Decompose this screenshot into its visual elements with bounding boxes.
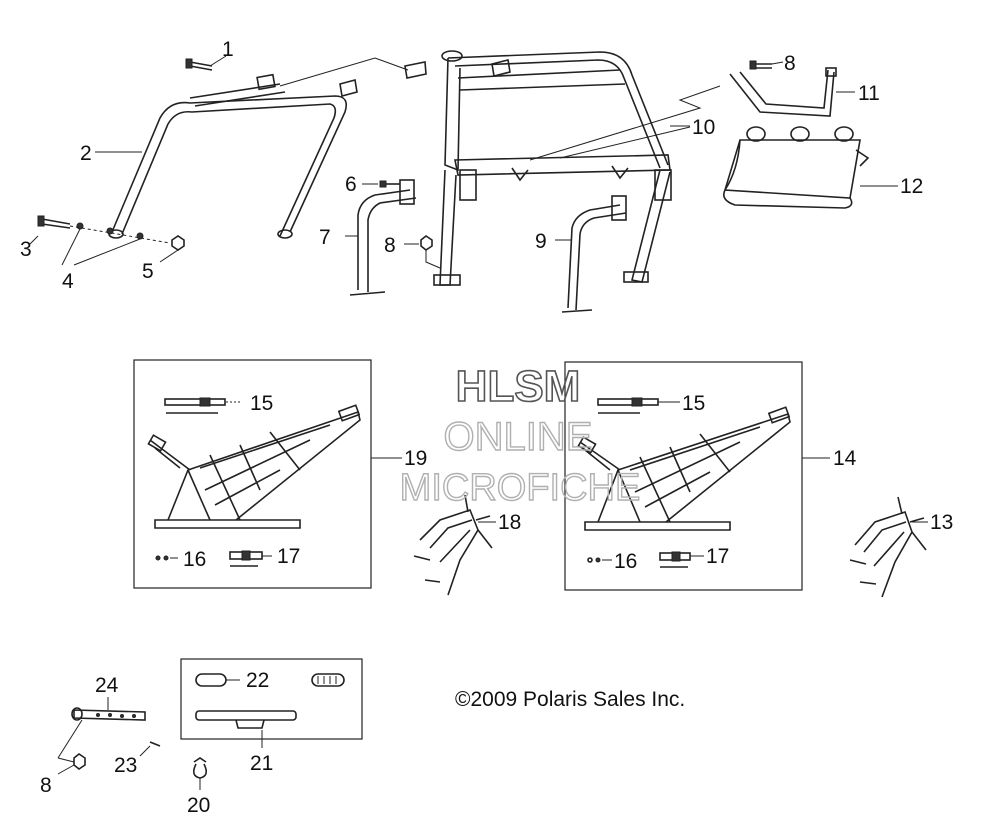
callout-4: 4 xyxy=(62,270,74,293)
watermark-line-3: MICROFICHE xyxy=(400,467,641,509)
callout-20: 20 xyxy=(187,794,210,817)
callout-9: 9 xyxy=(535,230,547,253)
callout-21: 21 xyxy=(250,752,273,775)
kit-box-14 xyxy=(564,361,803,591)
fastener-16-left xyxy=(155,555,178,561)
callout-16-right: 16 xyxy=(614,550,637,573)
callout-8-top: 8 xyxy=(784,52,796,75)
callout-11: 11 xyxy=(858,82,880,105)
callout-2: 2 xyxy=(80,142,92,165)
strap-17-right xyxy=(659,551,704,568)
callout-19: 19 xyxy=(404,447,427,470)
kit-box-21 xyxy=(180,658,363,740)
fastener-16-right xyxy=(587,557,612,563)
callout-3: 3 xyxy=(20,238,32,261)
grip-part-22 xyxy=(195,673,345,687)
cargo-box-part-12 xyxy=(722,126,898,209)
callout-1: 1 xyxy=(222,38,234,61)
strap-part-11 xyxy=(729,67,855,117)
callout-12: 12 xyxy=(900,175,923,198)
net-frame-part-13 xyxy=(849,496,928,598)
main-roll-cage xyxy=(279,50,721,286)
callout-7: 7 xyxy=(319,226,331,249)
callout-24: 24 xyxy=(95,674,119,697)
nut-part-8-bottom xyxy=(57,753,86,775)
strap-17-left xyxy=(229,550,272,567)
copyright-text: ©2009 Polaris Sales Inc. xyxy=(455,688,685,711)
watermark-line-2: ONLINE xyxy=(444,415,593,459)
callout-10: 10 xyxy=(692,116,715,139)
nut-part-8-mid xyxy=(404,235,441,269)
callout-17-left: 17 xyxy=(277,545,300,568)
bracket-part-24 xyxy=(57,697,146,763)
callout-16-left: 16 xyxy=(183,548,206,571)
pin-part-23 xyxy=(139,741,161,757)
net-frame-part-18 xyxy=(413,494,496,596)
side-net-14 xyxy=(577,406,791,531)
callout-17-right: 17 xyxy=(706,545,729,568)
bolt-part-6 xyxy=(362,180,400,188)
callout-15-right: 15 xyxy=(682,392,705,415)
strap-15-right xyxy=(597,397,680,414)
rod-part-21 xyxy=(195,710,297,748)
callout-14: 14 xyxy=(833,447,857,470)
clamp-part-20 xyxy=(192,757,208,790)
callout-13: 13 xyxy=(930,511,953,534)
front-roll-bar xyxy=(108,73,358,239)
callout-5: 5 xyxy=(142,260,154,283)
brace-part-9 xyxy=(555,195,627,313)
watermark-line-1: HLSM xyxy=(456,362,581,411)
callout-23: 23 xyxy=(114,754,137,777)
bolt-part-8-top xyxy=(749,60,784,70)
callout-15-left: 15 xyxy=(250,392,273,415)
side-net-19 xyxy=(147,404,361,529)
callout-18: 18 xyxy=(498,511,521,534)
hardware-3-4-5 xyxy=(29,215,185,266)
strap-15-left xyxy=(164,397,242,414)
callout-22: 22 xyxy=(246,669,269,692)
callout-8-bottom: 8 xyxy=(40,774,52,797)
bolt-part-1 xyxy=(185,55,227,71)
kit-box-19 xyxy=(133,359,372,589)
callout-8-mid: 8 xyxy=(384,234,396,257)
callout-6: 6 xyxy=(345,173,357,196)
brace-part-7 xyxy=(345,179,417,296)
